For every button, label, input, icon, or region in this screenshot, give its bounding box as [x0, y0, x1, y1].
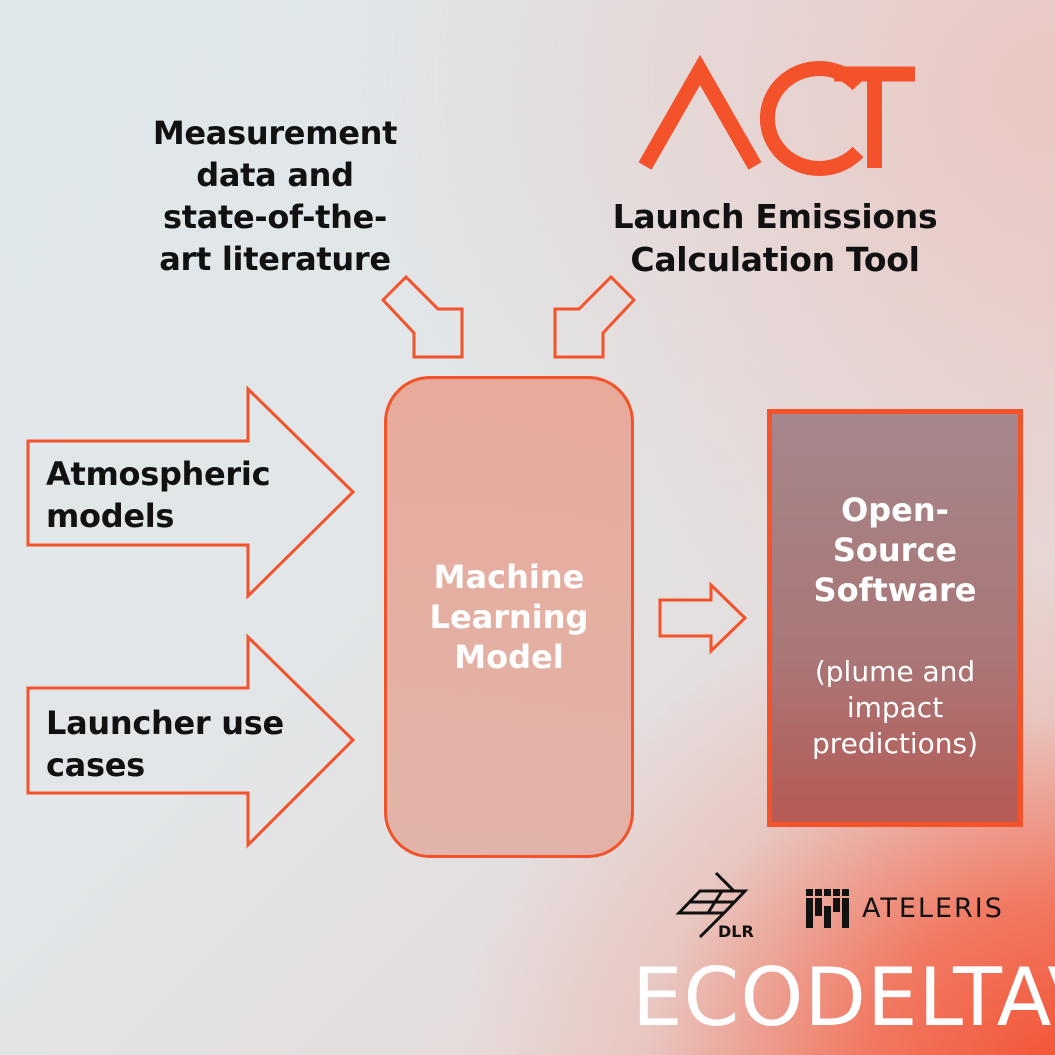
atmospheric-input-label: Atmospheric models: [46, 455, 271, 535]
ateleris-logo: [806, 889, 849, 928]
open-source-subtitle: (plume and impact predictions): [812, 655, 978, 760]
dlr-logo: [675, 871, 749, 939]
open-source-title: Open- Source Software: [813, 491, 977, 609]
arrow-atmospheric: [26, 385, 356, 600]
ecodelta-logo-text: ECODELTAV: [632, 951, 1055, 1044]
arrow-launcher: [26, 633, 356, 849]
arrow-ml-to-output: [658, 581, 748, 655]
measurement-input-label: Measurement data and state-of-the-art li…: [152, 114, 398, 278]
act-subtitle: Launch Emissions Calculation Tool: [612, 197, 938, 279]
act-logo: [638, 54, 915, 176]
arrow-measurement: [380, 274, 464, 359]
open-source-box: Open- Source Software (plume and impact …: [767, 409, 1023, 827]
ml-model-label: Machine Learning Model: [429, 558, 589, 676]
arrow-act: [553, 274, 637, 359]
ateleris-label: ATELERIS: [862, 893, 1004, 924]
ml-model-box: Machine Learning Model: [384, 376, 634, 858]
launcher-input-label: Launcher use cases: [46, 704, 284, 784]
dlr-label: DLR: [718, 922, 754, 941]
